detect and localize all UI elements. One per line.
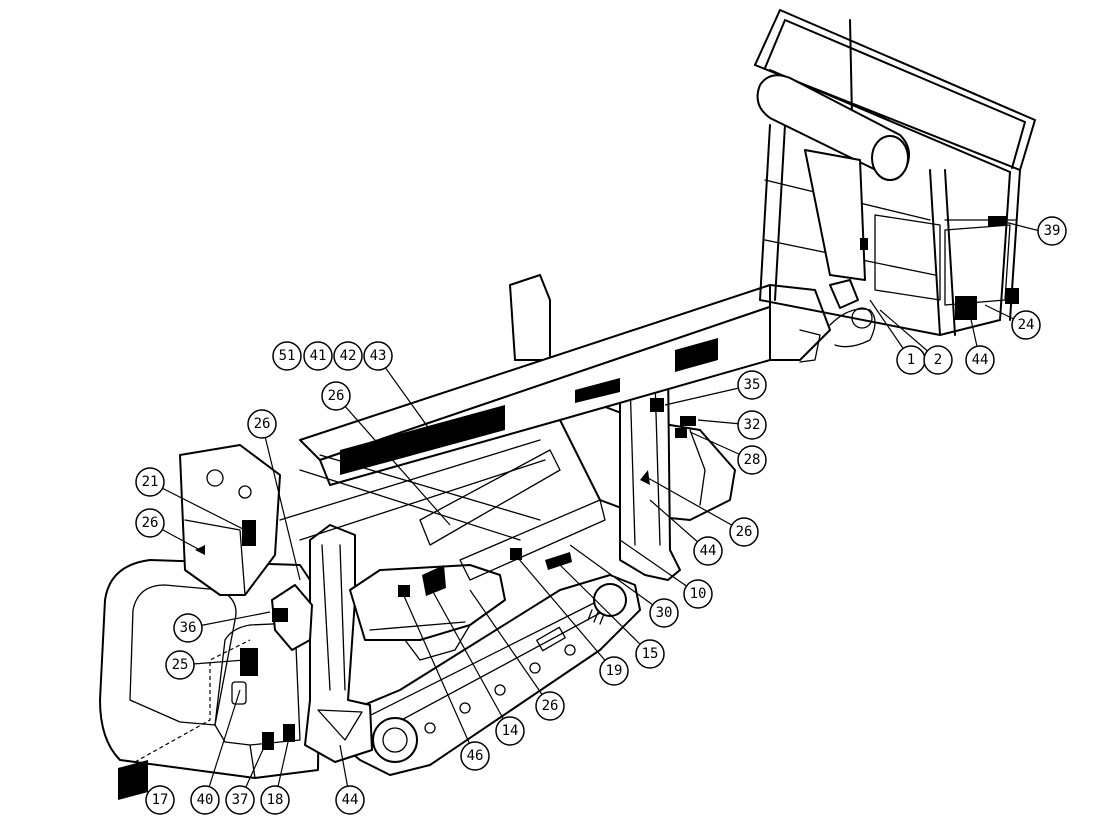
callout-26-turret: 26 bbox=[535, 691, 565, 721]
front-outrigger bbox=[271, 524, 373, 763]
decal-boom-tip bbox=[675, 338, 718, 372]
callout-17: 17 bbox=[145, 785, 175, 815]
callout-26-boom: 26 bbox=[321, 381, 351, 411]
callout-21: 21 bbox=[135, 467, 165, 497]
callout-26-rear: 26 bbox=[247, 409, 277, 439]
decal-21 bbox=[242, 520, 256, 546]
callout-44-front: 44 bbox=[335, 785, 365, 815]
callout-46: 46 bbox=[460, 741, 490, 771]
callout-2: 2 bbox=[923, 345, 953, 375]
svg-text:36: 36 bbox=[180, 620, 197, 636]
callout-25: 25 bbox=[165, 650, 195, 680]
callout-14: 14 bbox=[495, 716, 525, 746]
svg-text:26: 26 bbox=[254, 416, 271, 432]
decal-26-right bbox=[640, 470, 650, 485]
callout-26-right: 26 bbox=[729, 517, 759, 547]
svg-text:46: 46 bbox=[467, 748, 484, 764]
callout-28: 28 bbox=[737, 445, 767, 475]
svg-text:30: 30 bbox=[656, 605, 673, 621]
svg-text:28: 28 bbox=[744, 452, 761, 468]
svg-text:15: 15 bbox=[642, 646, 659, 662]
decals bbox=[118, 216, 1019, 800]
platform-rotator bbox=[829, 279, 876, 348]
svg-text:41: 41 bbox=[310, 348, 327, 364]
callout-51: 51 bbox=[272, 341, 302, 371]
callout-43: 43 bbox=[363, 341, 393, 371]
decal-basket-post bbox=[860, 238, 868, 250]
svg-text:2: 2 bbox=[934, 352, 942, 368]
decal-boom-right bbox=[575, 378, 620, 403]
callout-44-basket: 44 bbox=[965, 345, 995, 375]
callout-30: 30 bbox=[649, 598, 679, 628]
svg-text:17: 17 bbox=[152, 792, 169, 808]
svg-text:37: 37 bbox=[232, 792, 249, 808]
decal-36 bbox=[272, 608, 288, 622]
decal-35 bbox=[650, 398, 664, 412]
decal-44-basket bbox=[1005, 288, 1019, 304]
callout-32: 32 bbox=[737, 410, 767, 440]
decal-24 bbox=[955, 296, 977, 320]
decal-14 bbox=[422, 565, 446, 596]
callout-24: 24 bbox=[1011, 310, 1041, 340]
svg-text:26: 26 bbox=[328, 388, 345, 404]
svg-text:51: 51 bbox=[279, 348, 296, 364]
svg-text:44: 44 bbox=[700, 543, 717, 559]
callout-44-right: 44 bbox=[693, 536, 723, 566]
projection-line-17 bbox=[134, 639, 251, 763]
svg-text:10: 10 bbox=[690, 586, 707, 602]
decal-43 bbox=[340, 405, 505, 475]
decal-39 bbox=[988, 216, 1006, 226]
svg-text:14: 14 bbox=[502, 723, 519, 739]
svg-text:18: 18 bbox=[267, 792, 284, 808]
callout-40: 40 bbox=[190, 785, 220, 815]
svg-text:44: 44 bbox=[972, 352, 989, 368]
callout-39: 39 bbox=[1037, 216, 1067, 246]
callout-15: 15 bbox=[635, 639, 665, 669]
decal-15 bbox=[545, 552, 572, 570]
callout-36: 36 bbox=[173, 613, 203, 643]
svg-text:1: 1 bbox=[907, 352, 915, 368]
svg-text:44: 44 bbox=[342, 792, 359, 808]
svg-text:39: 39 bbox=[1044, 223, 1061, 239]
callout-42: 42 bbox=[333, 341, 363, 371]
basket bbox=[754, 9, 1036, 336]
right-outrigger bbox=[509, 274, 681, 581]
decal-28 bbox=[675, 428, 687, 438]
svg-text:26: 26 bbox=[542, 698, 559, 714]
svg-text:32: 32 bbox=[744, 417, 761, 433]
callout-41: 41 bbox=[303, 341, 333, 371]
svg-text:40: 40 bbox=[197, 792, 214, 808]
svg-text:42: 42 bbox=[340, 348, 357, 364]
decal-19 bbox=[510, 548, 522, 560]
svg-text:21: 21 bbox=[142, 474, 159, 490]
svg-text:35: 35 bbox=[744, 377, 761, 393]
callout-1: 1 bbox=[896, 345, 926, 375]
callout-10: 10 bbox=[683, 579, 713, 609]
callout-35: 35 bbox=[737, 370, 767, 400]
svg-text:19: 19 bbox=[606, 663, 623, 679]
svg-text:24: 24 bbox=[1018, 317, 1035, 333]
decal-18 bbox=[283, 724, 295, 742]
callout-18: 18 bbox=[260, 785, 290, 815]
callout-19: 19 bbox=[599, 656, 629, 686]
callout-37: 37 bbox=[225, 785, 255, 815]
decal-17 bbox=[118, 760, 148, 800]
track-assembly bbox=[329, 574, 641, 776]
callout-26-left: 26 bbox=[135, 508, 165, 538]
svg-text:43: 43 bbox=[370, 348, 387, 364]
decal-46 bbox=[398, 585, 410, 597]
decal-25 bbox=[240, 648, 258, 676]
svg-text:25: 25 bbox=[172, 657, 189, 673]
svg-text:26: 26 bbox=[142, 515, 159, 531]
svg-text:26: 26 bbox=[736, 524, 753, 540]
rear-outrigger bbox=[179, 444, 281, 596]
decal-32 bbox=[680, 416, 696, 426]
